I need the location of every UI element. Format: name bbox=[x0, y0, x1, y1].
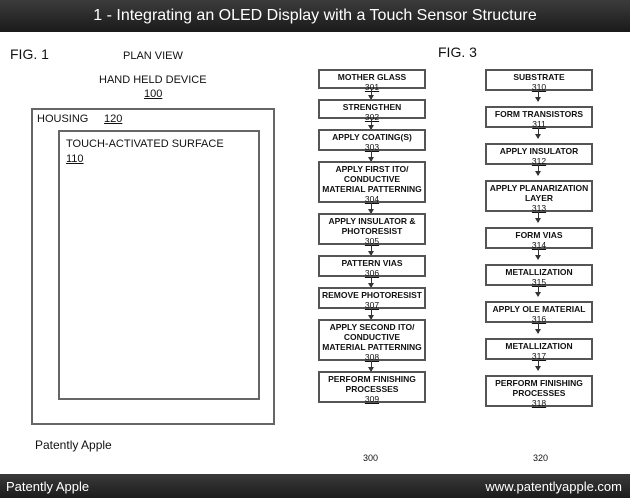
watermark-text: Patently Apple bbox=[35, 438, 112, 452]
flow-arrow bbox=[485, 249, 593, 264]
flow-arrow bbox=[318, 89, 426, 100]
fig1-label: FIG. 1 bbox=[10, 46, 49, 62]
housing-ref: 120 bbox=[104, 113, 123, 125]
footer-brand: Patently Apple bbox=[6, 479, 90, 494]
surface-label: TOUCH-ACTIVATED SURFACE bbox=[66, 138, 224, 150]
footer-url[interactable]: www.patentlyapple.com bbox=[485, 479, 622, 494]
flow-arrow bbox=[485, 128, 593, 143]
flow-arrow bbox=[485, 212, 593, 227]
flow-arrow bbox=[318, 151, 426, 162]
flow-arrow bbox=[318, 203, 426, 214]
housing-label: HOUSING bbox=[37, 113, 89, 125]
flow-step: APPLY FIRST ITO/ CONDUCTIVE MATERIAL PAT… bbox=[318, 161, 426, 204]
device-ref: 100 bbox=[144, 88, 163, 100]
flow-arrow bbox=[485, 286, 593, 301]
housing-outline bbox=[31, 108, 275, 425]
flow-arrow bbox=[318, 361, 426, 372]
flow-step: APPLY SECOND ITO/ CONDUCTIVE MATERIAL PA… bbox=[318, 319, 426, 362]
flow-arrow bbox=[485, 165, 593, 180]
flow-arrow bbox=[485, 91, 593, 106]
footer-bar: Patently Apple www.patentlyapple.com bbox=[0, 474, 630, 498]
flow-arrow bbox=[318, 119, 426, 130]
plan-view-label: PLAN VIEW bbox=[123, 50, 183, 62]
flow-arrow bbox=[485, 323, 593, 338]
flow-arrow bbox=[485, 360, 593, 375]
touch-surface-outline bbox=[58, 130, 260, 400]
flowchart-300-ref: 300 bbox=[363, 453, 379, 463]
page-title: 1 - Integrating an OLED Display with a T… bbox=[93, 7, 537, 24]
flow-step: APPLY COATING(S)303 bbox=[318, 129, 426, 152]
flow-arrow bbox=[318, 245, 426, 256]
title-banner: 1 - Integrating an OLED Display with a T… bbox=[0, 0, 630, 32]
device-label: HAND HELD DEVICE bbox=[99, 74, 207, 86]
flow-arrow bbox=[318, 309, 426, 320]
flow-arrow bbox=[318, 277, 426, 288]
surface-ref: 110 bbox=[66, 153, 84, 165]
fig3-label: FIG. 3 bbox=[438, 44, 477, 60]
flowchart-320-ref: 320 bbox=[533, 453, 549, 463]
